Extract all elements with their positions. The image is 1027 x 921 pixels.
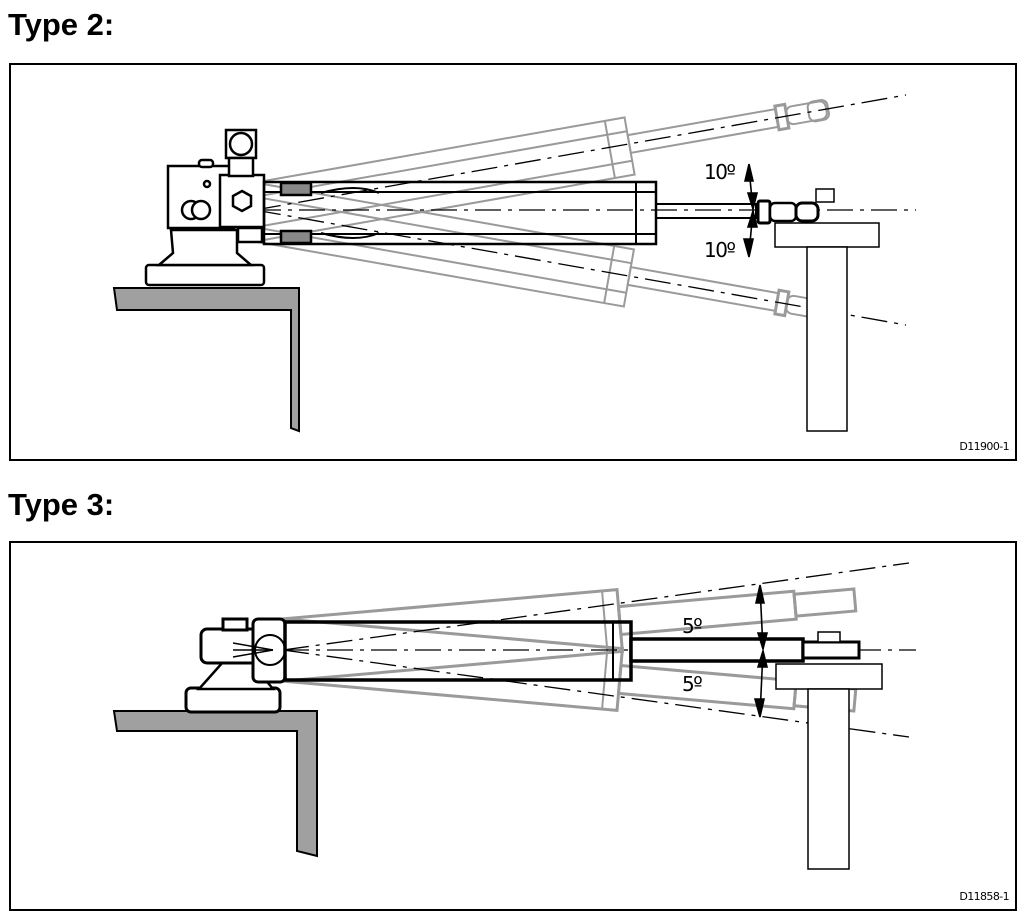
cylinder-ghost-lower [248, 182, 830, 321]
figure-heading-type-3: Type 3: [8, 487, 115, 522]
drawing-code: D11900-1 [959, 440, 1009, 453]
tiller-arm [774, 188, 880, 432]
type-3-drawing: 5º 5º [112, 562, 916, 870]
angle-arrow-upper [755, 584, 769, 652]
cylinder-center-position [283, 620, 861, 682]
drawing-code: D11858-1 [959, 890, 1009, 903]
angle-label-lower: 10º [704, 238, 735, 262]
diagram-panel-type-3: 5º 5º D11858-1 [9, 541, 1017, 911]
figure-heading-type-2: Type 2: [8, 7, 115, 42]
angle-label-upper: 5º [682, 614, 702, 638]
angle-arrow-lower [742, 208, 759, 258]
cylinder-ghost-upper [249, 99, 830, 242]
angle-arrow-upper [743, 163, 759, 212]
pump-unit [144, 128, 266, 287]
centerline-lower [254, 209, 907, 326]
angle-arrow-lower [753, 648, 769, 718]
diagram-panel-type-2: 10º 10º D11900-1 [9, 63, 1017, 461]
centerline-lower [282, 649, 910, 738]
pump-unit [184, 617, 287, 714]
cylinder-center-position [262, 180, 820, 246]
type-2-drawing: 10º 10º [112, 94, 916, 433]
angle-label-lower: 5º [682, 672, 702, 696]
mounting-bracket [112, 710, 318, 858]
centerline-upper [282, 562, 910, 651]
tiller-arm [775, 631, 883, 870]
centerline-upper [254, 94, 907, 211]
angle-label-upper: 10º [704, 160, 735, 184]
mounting-bracket [112, 287, 300, 433]
